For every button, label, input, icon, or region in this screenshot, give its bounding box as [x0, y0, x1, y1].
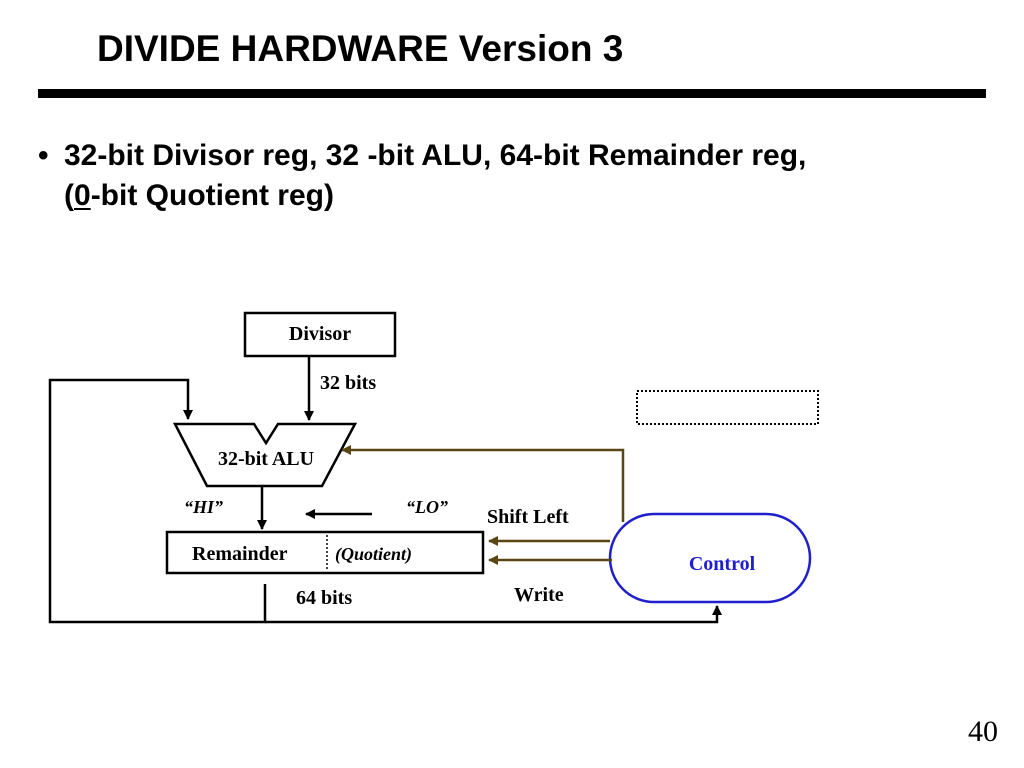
bullet-text-suffix: -bit Quotient reg) — [90, 179, 334, 212]
remainder-label: Remainder — [192, 543, 288, 565]
remainder-to-control-wire — [265, 605, 722, 624]
bullet-text-zero: 0 — [74, 179, 91, 212]
control-unit — [608, 512, 812, 604]
control-label: Control — [689, 553, 756, 575]
alu-label: 32-bit ALU — [218, 448, 314, 470]
control-to-alu-wire — [341, 445, 625, 522]
slide-title: DIVIDE HARDWARE Version 3 — [97, 28, 624, 69]
title-rule — [38, 89, 986, 98]
bullet-text-prefix: ( — [64, 179, 74, 212]
divisor-bits-label: 32 bits — [320, 372, 376, 394]
write-label: Write — [514, 584, 564, 606]
lo-label: “LO” — [406, 497, 448, 517]
remainder-register — [165, 530, 485, 575]
hi-label: “HI” — [184, 497, 223, 517]
bullet-text-line-2: (0-bit Quotient reg) — [64, 176, 334, 216]
remainder-bits-label: 64 bits — [296, 587, 352, 609]
divisor-register — [243, 311, 397, 358]
divisor-label: Divisor — [289, 323, 351, 345]
alu-unit — [172, 422, 358, 488]
shift-left-label: Shift Left — [487, 506, 569, 528]
page-number: 40 — [968, 715, 998, 748]
bullet-text-line-1: 32-bit Divisor reg, 32 -bit ALU, 64-bit … — [64, 139, 807, 172]
bullet-marker: • — [38, 139, 49, 172]
empty-register-placeholder — [636, 390, 819, 425]
remainder-feedback-wire — [48, 378, 267, 624]
quotient-label: (Quotient) — [335, 544, 412, 565]
